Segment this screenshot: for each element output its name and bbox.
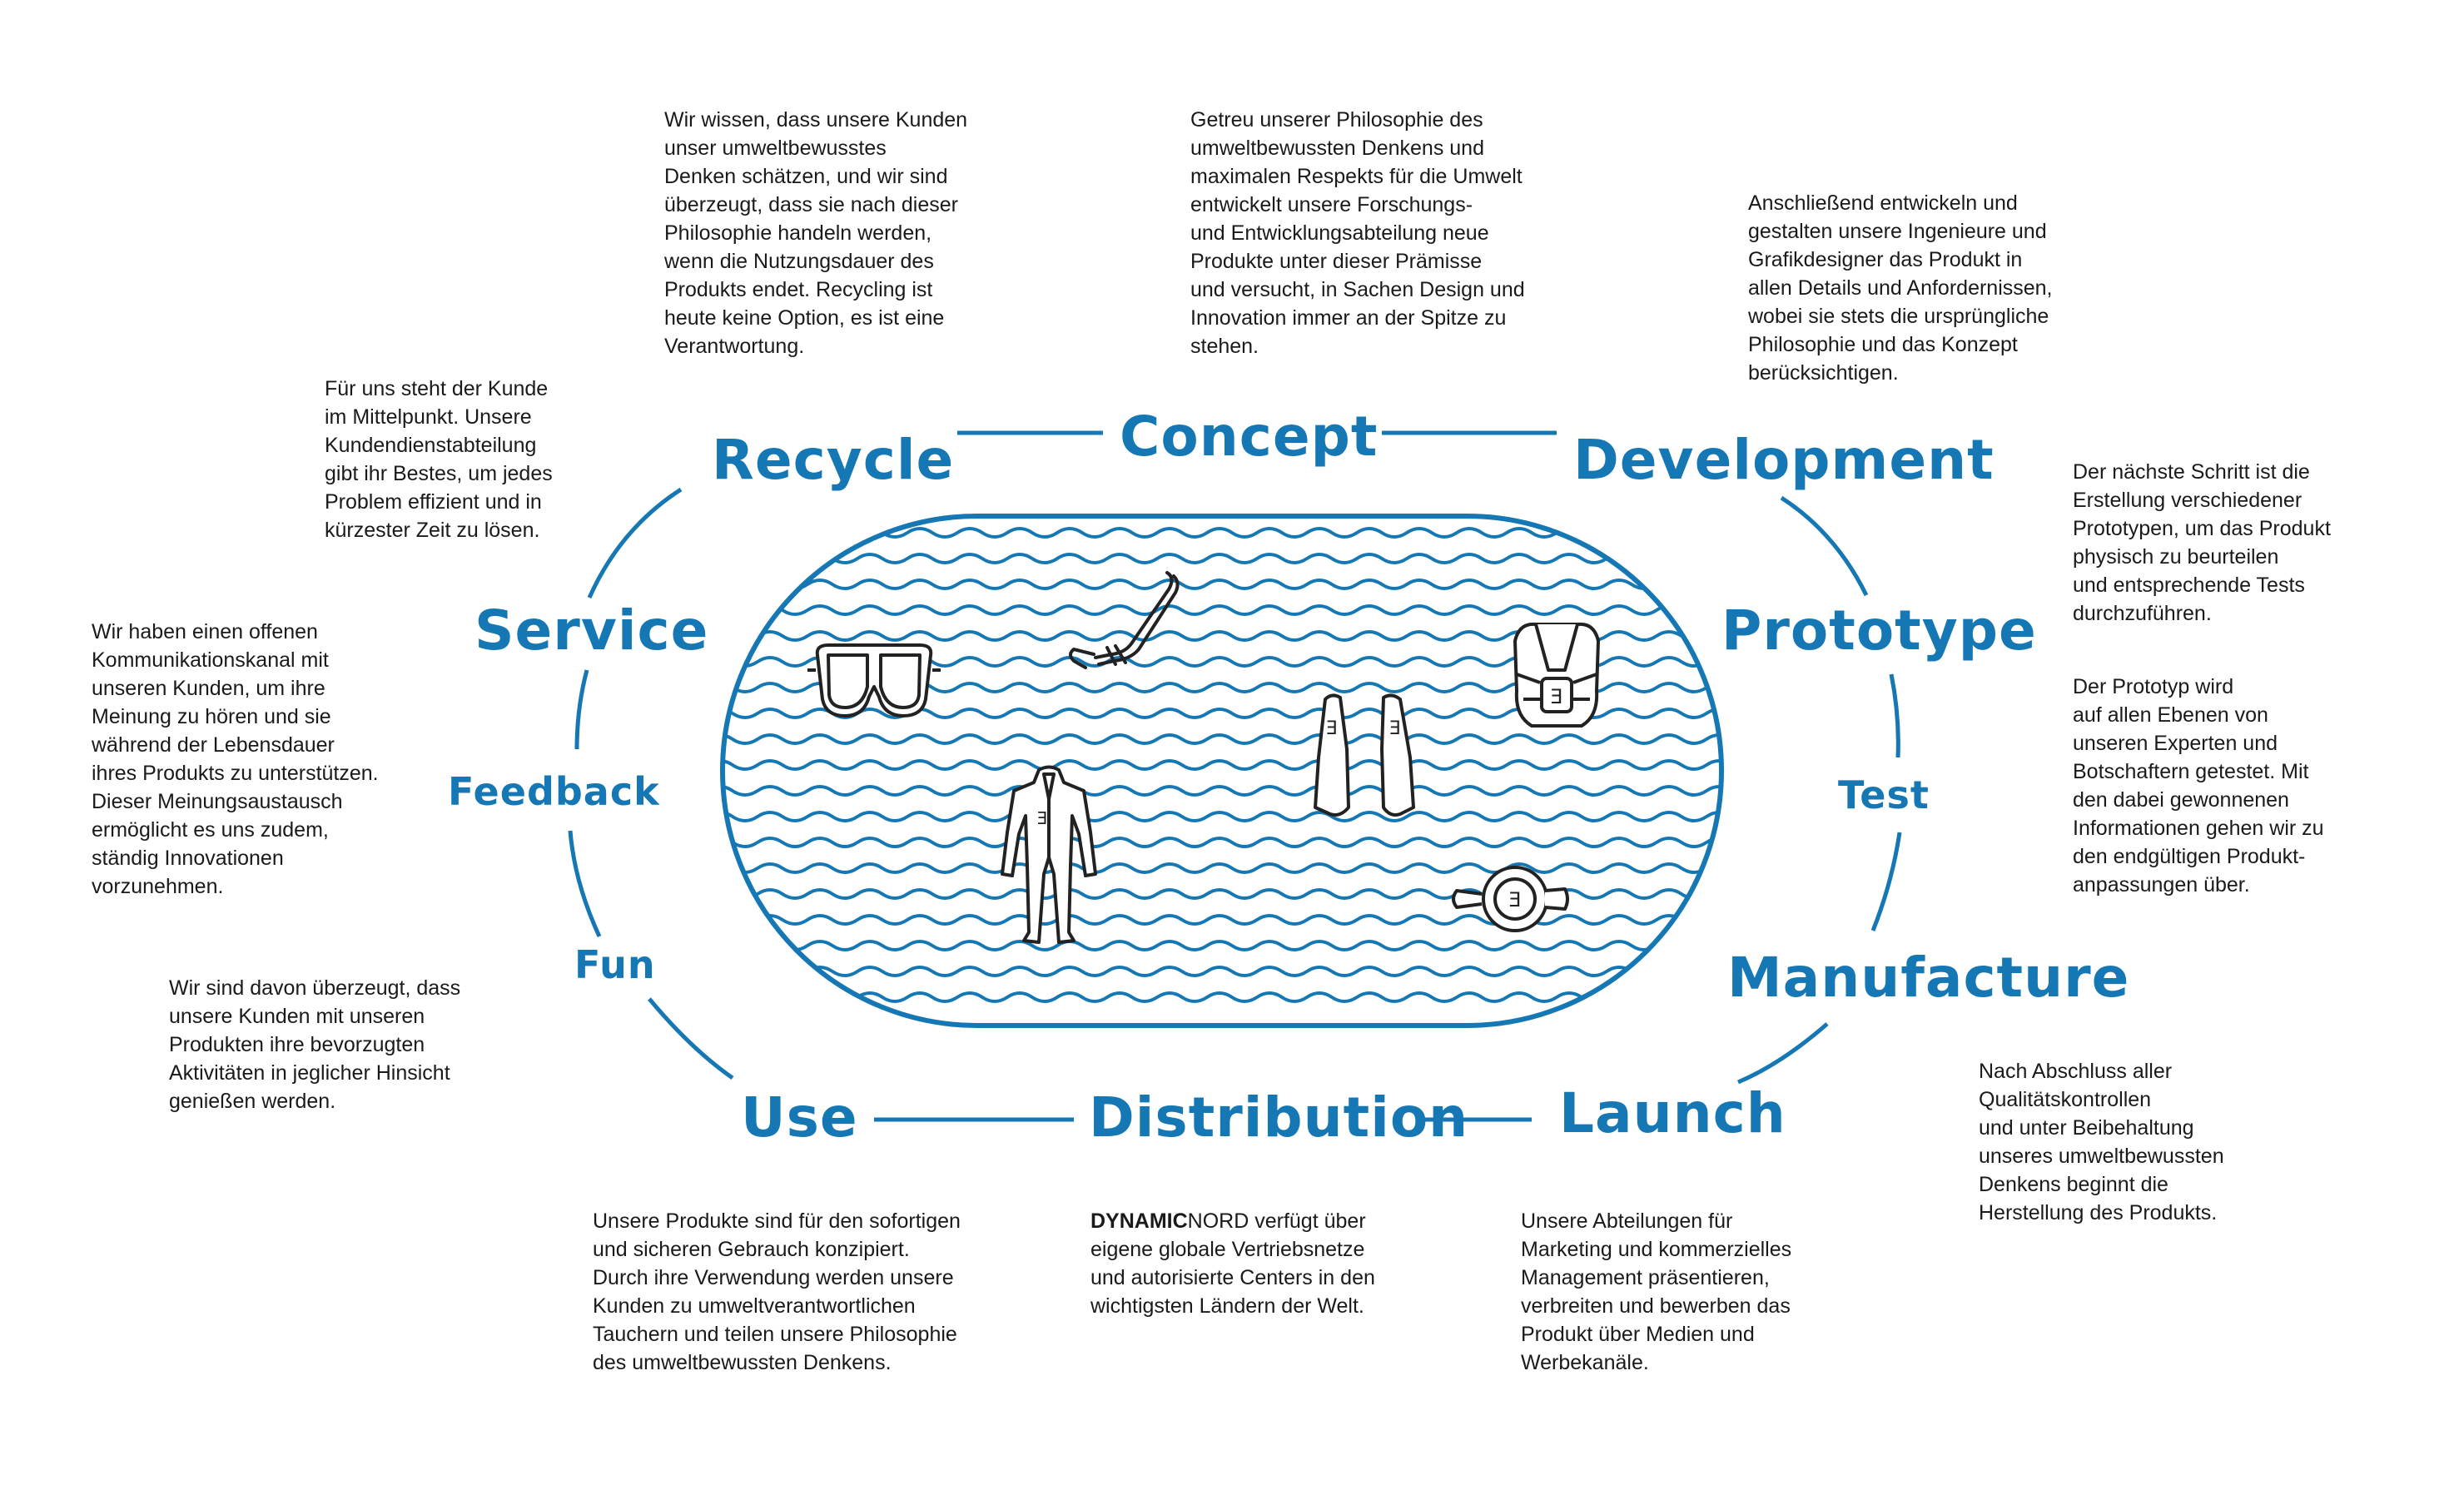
desc-prototype: Der nächste Schritt ist die Erstellung v…: [2073, 460, 2331, 625]
stage-development: Development: [1573, 428, 1995, 492]
wave-line: [723, 940, 1721, 951]
wave-line: [723, 579, 1721, 590]
fins-icon: Ǝ Ǝ: [1314, 693, 1415, 817]
desc-test: Der Prototyp wird auf allen Ebenen von u…: [2073, 675, 2324, 896]
stage-feedback: Feedback: [448, 769, 660, 814]
stage-service: Service: [474, 598, 709, 663]
arc-test-manufacture: [1870, 832, 1902, 931]
arc-manufacture-launch: [1737, 1022, 1829, 1085]
stage-distribution: Distribution: [1089, 1085, 1469, 1150]
pool-outline: [720, 514, 1724, 1028]
wave-line: [723, 733, 1721, 745]
wave-line: [723, 811, 1721, 822]
desc-concept: Getreu unserer Philosophie des umweltbew…: [1190, 108, 1525, 358]
desc-use: Unsere Produkte sind für den sofortigen …: [593, 1209, 961, 1374]
brand-dynamic: DYNAMIC: [1090, 1209, 1188, 1233]
desc-development: Anschließend entwickeln und gestalten un…: [1748, 191, 2053, 385]
wave-line: [723, 837, 1721, 848]
svg-text:Ǝ: Ǝ: [1037, 808, 1048, 828]
stage-recycle: Recycle: [712, 428, 955, 492]
distribution-text: verfügt über eigene globale Vertriebsnet…: [1090, 1209, 1375, 1318]
arc-feedback-fun: [568, 830, 602, 938]
regulator-gauge-icon: Ǝ: [1452, 866, 1569, 932]
svg-text:Ǝ: Ǝ: [1508, 888, 1521, 911]
snorkel-icon: [1069, 571, 1180, 669]
diving-mask-icon: [807, 643, 941, 718]
bcd-vest-icon: Ǝ: [1513, 622, 1600, 728]
desc-launch: Unsere Abteilungen für Marketing und kom…: [1521, 1209, 1792, 1374]
stage-prototype: Prototype: [1721, 598, 2037, 663]
stage-fun: Fun: [574, 942, 656, 987]
arc-service-feedback: [574, 669, 589, 750]
pool-wave-pattern: [723, 516, 1721, 1026]
arc-prototype-test: [1889, 673, 1900, 758]
desc-manufacture: Nach Abschluss aller Qualitätskontrollen…: [1979, 1060, 2224, 1224]
stage-launch: Launch: [1559, 1081, 1786, 1145]
desc-recycle: Wir wissen, dass unsere Kunden unser umw…: [664, 108, 968, 358]
wave-line: [723, 888, 1721, 900]
stage-test: Test: [1838, 772, 1930, 817]
wave-line: [723, 604, 1721, 616]
svg-text:Ǝ: Ǝ: [1550, 685, 1562, 708]
wetsuit-icon: Ǝ: [1001, 765, 1097, 944]
brand-nord: NORD: [1187, 1209, 1249, 1233]
stage-concept: Concept: [1120, 405, 1379, 469]
wave-line: [723, 914, 1721, 926]
desc-distribution: DYNAMICNORD verfügt über eigene globale …: [1090, 1207, 1457, 1320]
wave-line: [723, 759, 1721, 771]
wave-line: [723, 966, 1721, 977]
stage-manufacture: Manufacture: [1727, 946, 2130, 1010]
wave-line: [723, 785, 1721, 797]
arc-development-prototype: [1780, 495, 1869, 597]
svg-text:Ǝ: Ǝ: [1326, 718, 1338, 739]
stage-use: Use: [741, 1085, 858, 1150]
wave-line: [723, 553, 1721, 564]
arc-fun-use: [648, 997, 734, 1080]
desc-fun: Wir sind davon überzeugt, dass unsere Ku…: [169, 976, 461, 1113]
desc-feedback: Wir haben einen offenen Kommunikationska…: [92, 620, 379, 898]
svg-text:Ǝ: Ǝ: [1389, 718, 1401, 739]
desc-service: Für uns steht der Kunde im Mittelpunkt. …: [325, 377, 553, 542]
arc-recycle-service: [587, 487, 683, 599]
wave-line: [723, 862, 1721, 874]
